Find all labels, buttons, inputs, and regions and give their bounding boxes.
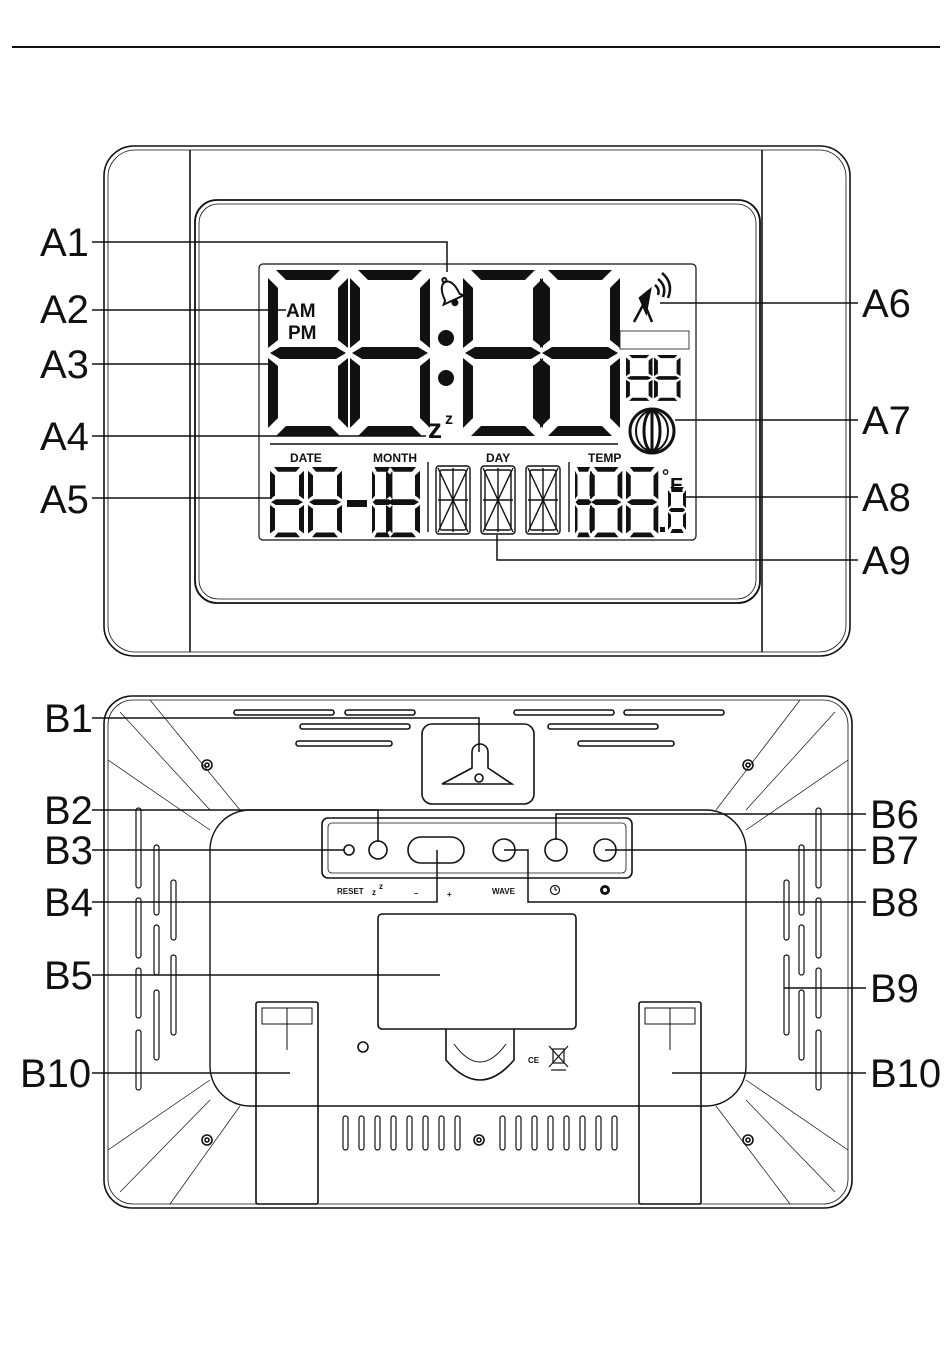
callout-B10-right: B10 xyxy=(870,1052,941,1096)
callout-A1: A1 xyxy=(40,221,89,265)
am-indicator: AM xyxy=(286,301,316,322)
callout-A4: A4 xyxy=(40,415,89,459)
lcd-label-temp: TEMP xyxy=(588,451,621,465)
weee-bin-icon xyxy=(549,1046,568,1070)
callout-A8: A8 xyxy=(862,476,911,520)
callout-B8: B8 xyxy=(870,881,919,925)
alarm-bell-icon xyxy=(434,274,466,310)
callout-B3: B3 xyxy=(44,829,93,873)
minus-label: – xyxy=(414,889,419,898)
reset-hole xyxy=(344,845,354,855)
back-view xyxy=(104,696,852,1208)
plus-label: + xyxy=(447,890,452,899)
alarm-button xyxy=(545,839,567,861)
snooze-label: z xyxy=(372,888,376,897)
ce-mark: CE xyxy=(528,1056,540,1065)
wave-label: WAVE xyxy=(492,887,516,896)
lcd-label-month: MONTH xyxy=(373,451,417,465)
lcd-seconds-digits xyxy=(626,355,681,401)
lcd-bezel xyxy=(195,200,760,603)
callout-B2: B2 xyxy=(44,789,93,833)
lcd-screen xyxy=(259,264,696,540)
alarm-clock-icon xyxy=(551,886,560,895)
pm-indicator: PM xyxy=(288,323,317,344)
lcd-degree-symbol: ° xyxy=(662,466,669,486)
callout-B7: B7 xyxy=(870,829,919,873)
lcd-date-digits xyxy=(270,467,420,537)
lcd-temp-unit: E xyxy=(670,475,683,497)
lcd-time-digits xyxy=(268,270,620,436)
callout-A3: A3 xyxy=(40,343,89,387)
lcd-label-day: DAY xyxy=(486,451,510,465)
lcd-snooze-indicator-sup: z xyxy=(445,411,453,428)
battery-cover xyxy=(378,914,576,1029)
callout-A6: A6 xyxy=(862,282,911,326)
callout-B5: B5 xyxy=(44,954,93,998)
reset-label: RESET xyxy=(337,887,364,896)
front-leader-lines xyxy=(92,242,858,560)
callout-A5: A5 xyxy=(40,478,89,522)
wall-hanger xyxy=(422,724,534,804)
lcd-day-letters xyxy=(436,466,560,534)
lcd-label-date: DATE xyxy=(290,451,322,465)
front-view xyxy=(104,146,850,656)
callout-B1: B1 xyxy=(44,697,93,741)
callout-B10-left: B10 xyxy=(20,1052,91,1096)
globe-icon xyxy=(630,409,674,453)
callout-A7: A7 xyxy=(862,399,911,443)
callout-A9: A9 xyxy=(862,539,911,583)
callout-B9: B9 xyxy=(870,967,919,1011)
gear-icon xyxy=(600,885,610,895)
snooze-label-sup: z xyxy=(379,882,383,891)
lcd-snooze-indicator: z xyxy=(428,413,442,444)
snooze-button xyxy=(369,841,387,859)
callout-B4: B4 xyxy=(44,881,93,925)
minus-plus-button xyxy=(408,837,464,863)
radio-signal-icon xyxy=(634,273,670,322)
callout-A2: A2 xyxy=(40,288,89,332)
